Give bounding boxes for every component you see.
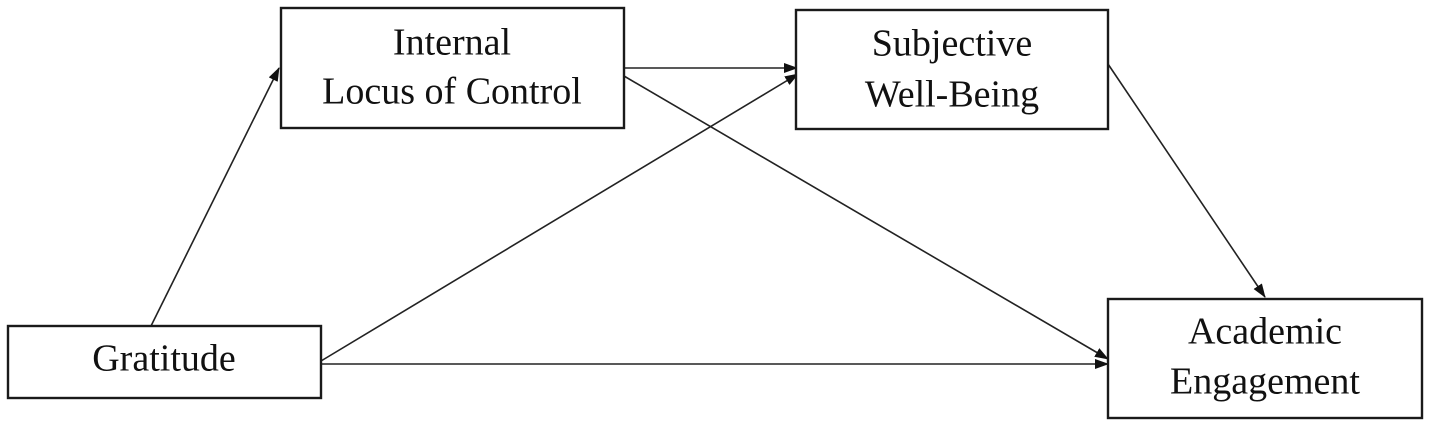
- node-ae-label-line-1: Academic: [1188, 311, 1342, 353]
- edge-gratitude-to-ilc: [150, 67, 280, 327]
- node-ilc-label-line-1: Internal: [393, 22, 511, 64]
- edge-ilc-to-ae: [623, 75, 1109, 360]
- node-swb-label-line-2: Well-Being: [865, 74, 1039, 116]
- edge-gratitude-to-swb: [320, 73, 799, 362]
- node-subjective-well-being: Subjective Well-Being: [794, 8, 1110, 131]
- node-swb-label-line-1: Subjective: [872, 23, 1032, 65]
- node-ilc-label-line-2: Locus of Control: [322, 71, 582, 113]
- node-ae-label-line-2: Engagement: [1170, 361, 1360, 403]
- node-academic-engagement: Academic Engagement: [1106, 297, 1424, 420]
- node-gratitude: Gratitude: [6, 324, 323, 400]
- node-internal-locus-of-control: Internal Locus of Control: [279, 6, 626, 130]
- node-gratitude-label: Gratitude: [92, 338, 236, 380]
- edge-swb-to-ae: [1107, 63, 1266, 298]
